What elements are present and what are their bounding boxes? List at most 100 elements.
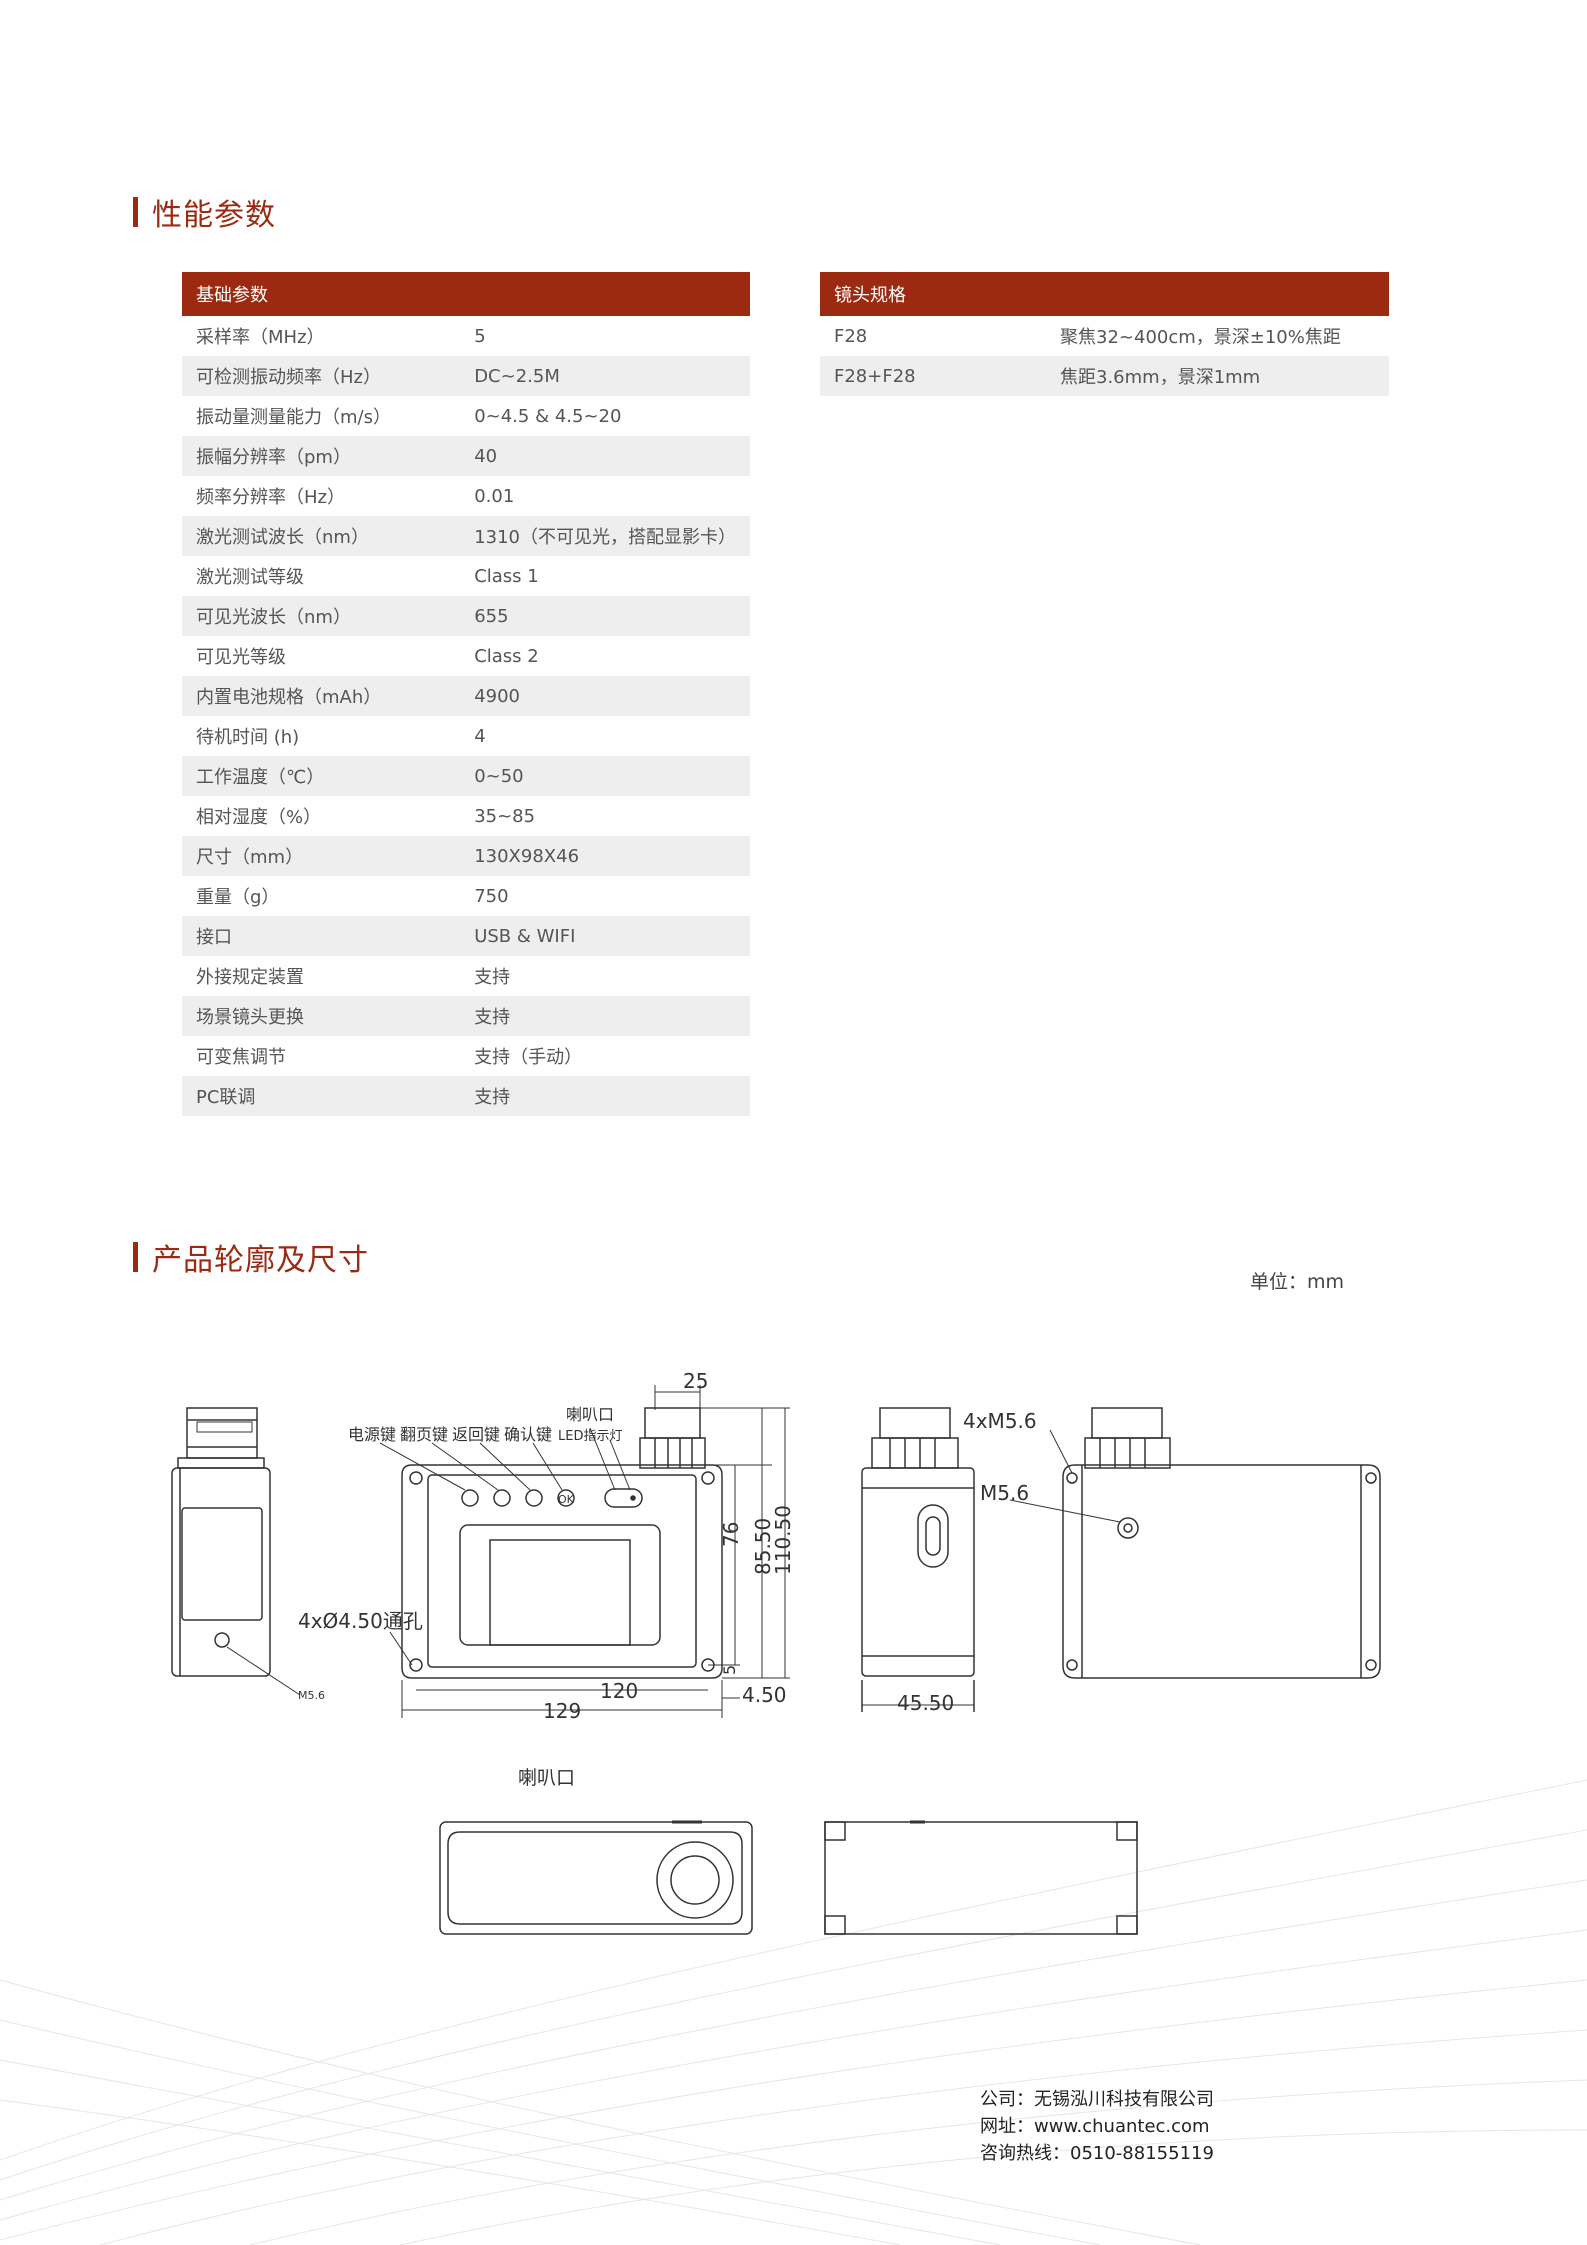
param-value-cell: 支持	[460, 1076, 750, 1116]
param-value-cell: 750	[474, 885, 509, 907]
param-value-cell: 4	[474, 725, 486, 747]
param-name-cell: 场景镜头更换	[182, 996, 461, 1036]
param-value-cell: 35~85	[474, 805, 536, 827]
table-row: 频率分辨率（Hz） 0.01	[182, 476, 750, 516]
footer-company-row: 公司： 无锡泓川科技有限公司	[980, 2086, 1214, 2113]
param-value-cell: 5	[474, 325, 486, 347]
param-name-cell: 振幅分辨率（pm）	[182, 436, 461, 476]
table-row: 可见光波长（nm）655	[182, 596, 750, 636]
table-row: 重量（g） 750	[182, 876, 750, 916]
table-row: 相对湿度（%） 35~85	[182, 796, 750, 836]
dim-129: 129	[543, 1699, 581, 1723]
footer-phone-row: 咨询热线： 0510-88155119	[980, 2140, 1214, 2167]
param-value-cell: 4900	[460, 676, 750, 716]
lens-spec-header: 镜头规格	[820, 272, 1389, 316]
speaker-bottom-label: 喇叭口	[518, 1767, 575, 1789]
table-row: 工作温度（℃）0~50	[182, 756, 750, 796]
table-row: 尺寸（mm）130X98X46	[182, 836, 750, 876]
param-value-cell: Class 1	[474, 565, 539, 587]
dim-120: 120	[600, 1679, 638, 1703]
back-view-labels: 4xM5.6 M5.6	[963, 1409, 1037, 1505]
background-wave-pattern	[0, 1779, 1587, 2245]
param-name-cell: 尺寸（mm）	[182, 836, 461, 876]
table-row: 振动量测量能力（m/s） 0~4.5 & 4.5~20	[182, 396, 750, 436]
side-view-left	[171, 1407, 301, 1696]
dim-5: 5	[720, 1665, 739, 1675]
table-row: 激光测试波长（nm）1310（不可见光，搭配显影卡）	[182, 516, 750, 556]
param-value-cell: 0.01	[474, 485, 515, 507]
param-name-cell: 内置电池规格（mAh）	[182, 676, 461, 716]
bottom-view-right	[824, 1820, 1138, 1935]
param-value-cell: Class 2	[474, 645, 539, 667]
param-value-cell: USB & WIFI	[460, 916, 750, 956]
table-row: 场景镜头更换支持	[182, 996, 750, 1036]
ok-key-text: OK	[558, 1493, 575, 1506]
param-name-cell: 可见光波长（nm）	[182, 596, 461, 636]
footer-company-label: 公司：	[980, 2089, 1034, 2110]
table-row: 外接规定装置 支持	[182, 956, 750, 996]
footer-phone: 0510-88155119	[1070, 2143, 1214, 2164]
param-name-cell: 接口	[182, 916, 461, 956]
param-name-cell: 激光测试波长（nm）	[182, 516, 461, 556]
front-dimension-lines	[401, 1385, 790, 1718]
table-row: 待机时间 (h)4	[182, 716, 750, 756]
param-name-cell: PC联调	[182, 1076, 461, 1116]
param-name-cell: F28+F28	[820, 356, 1046, 396]
table-row: 内置电池规格（mAh）4900	[182, 676, 750, 716]
param-name-cell: 频率分辨率（Hz）	[196, 487, 345, 508]
front-view	[401, 1407, 723, 1679]
table-row: 采样率（MHz）5	[182, 316, 750, 356]
footer-site-row: 网址： www.chuantec.com	[980, 2113, 1214, 2140]
bottom-view-left	[439, 1820, 753, 1935]
back-view	[1009, 1407, 1381, 1679]
key-leader-lines	[379, 1427, 631, 1666]
side-view-right	[861, 1407, 975, 1712]
param-value-cell: 支持	[474, 967, 511, 988]
section-title-performance: 性能参数	[133, 190, 276, 234]
ok-key-label: 确认键	[504, 1425, 552, 1444]
title-bar	[133, 1242, 138, 1272]
unit-label: 单位：mm	[1250, 1271, 1345, 1293]
footer-site-label: 网址：	[980, 2116, 1034, 2137]
param-name-cell: 可见光等级	[196, 647, 286, 668]
param-value-cell: 655	[460, 596, 750, 636]
back-key-label: 返回键	[452, 1425, 500, 1444]
param-value-cell: DC~2.5M	[460, 356, 750, 396]
param-name-cell: 相对湿度（%）	[196, 807, 322, 828]
dim-85: 85.50	[751, 1518, 775, 1575]
param-value-cell: 支持（手动）	[474, 1047, 583, 1068]
param-name-cell: 重量（g）	[196, 887, 280, 908]
param-name-cell: 工作温度（℃）	[182, 756, 461, 796]
param-value-cell: 0~4.5 & 4.5~20	[474, 405, 622, 427]
m5-mid-label: M5.6	[980, 1481, 1029, 1505]
power-key-label: 电源键	[348, 1425, 396, 1444]
table-row: 可检测振动频率（Hz）DC~2.5M	[182, 356, 750, 396]
dim-4550: 45.50	[897, 1691, 954, 1715]
m5-small-label: M5.6	[298, 1689, 325, 1702]
m5-top-label: 4xM5.6	[963, 1409, 1037, 1433]
param-value-cell: 1310（不可见光，搭配显影卡）	[460, 516, 750, 556]
table-row: 可变焦调节支持（手动）	[182, 1036, 750, 1076]
page-key-label: 翻页键	[400, 1425, 448, 1444]
dim-25: 25	[683, 1369, 708, 1393]
dim-76: 76	[719, 1522, 743, 1547]
footer-company: 无锡泓川科技有限公司	[1034, 2089, 1214, 2110]
param-value-cell: 40	[460, 436, 750, 476]
table-row: PC联调支持	[182, 1076, 750, 1116]
footer-phone-label: 咨询热线：	[980, 2143, 1070, 2164]
param-name-cell: F28	[834, 325, 868, 347]
param-name-cell: 振动量测量能力（m/s）	[196, 407, 391, 428]
front-dimension-text: 25 76 85.50 110.50 5 120 129 4.50	[543, 1369, 795, 1723]
dim-110: 110.50	[771, 1505, 795, 1575]
param-name-cell: 外接规定装置	[196, 967, 304, 988]
dim-450: 4.50	[742, 1683, 787, 1707]
param-value-cell: 0~50	[460, 756, 750, 796]
front-key-labels: 电源键 翻页键 返回键 确认键 喇叭口 LED指示灯 4xØ4.50通孔	[298, 1405, 622, 1633]
footer-site[interactable]: www.chuantec.com	[1034, 2116, 1210, 2137]
